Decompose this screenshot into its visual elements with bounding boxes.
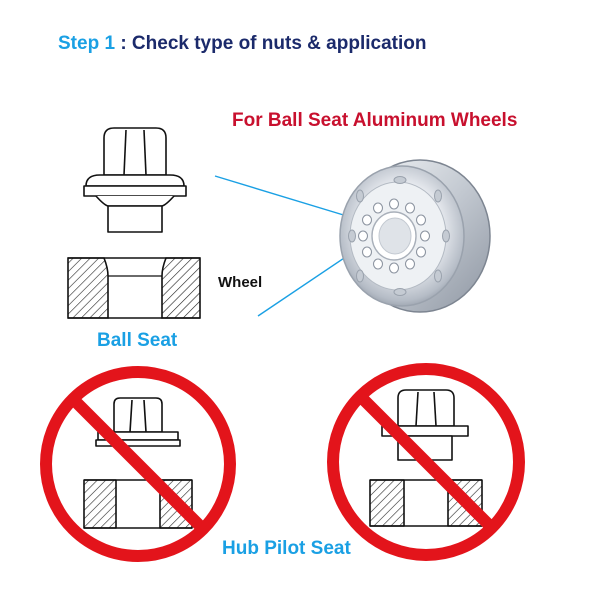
- ball-seat-label: Ball Seat: [97, 330, 178, 351]
- step-title: Check type of nuts & application: [131, 33, 427, 54]
- leader-line-nut: [214, 175, 361, 221]
- prohibited-hub-pilot-right: [327, 363, 525, 561]
- step-label: Step 1: [58, 33, 116, 54]
- prohibited-sign-icon: [327, 363, 525, 561]
- aluminum-wheel-icon: [339, 159, 491, 313]
- page-heading: Step 1 : Check type of nuts & applicatio…: [58, 33, 426, 55]
- wheel-label: Wheel: [218, 274, 263, 291]
- hub-pilot-seat-label: Hub Pilot Seat: [222, 538, 351, 559]
- prohibited-hub-pilot-left: [40, 366, 236, 562]
- prohibited-sign-icon: [40, 366, 236, 562]
- step-separator: :: [120, 33, 127, 54]
- wheel-seat-cross-section-icon: [67, 257, 201, 319]
- ball-seat-nut-icon: [83, 127, 187, 233]
- wheel-section-title: For Ball Seat Aluminum Wheels: [232, 110, 518, 131]
